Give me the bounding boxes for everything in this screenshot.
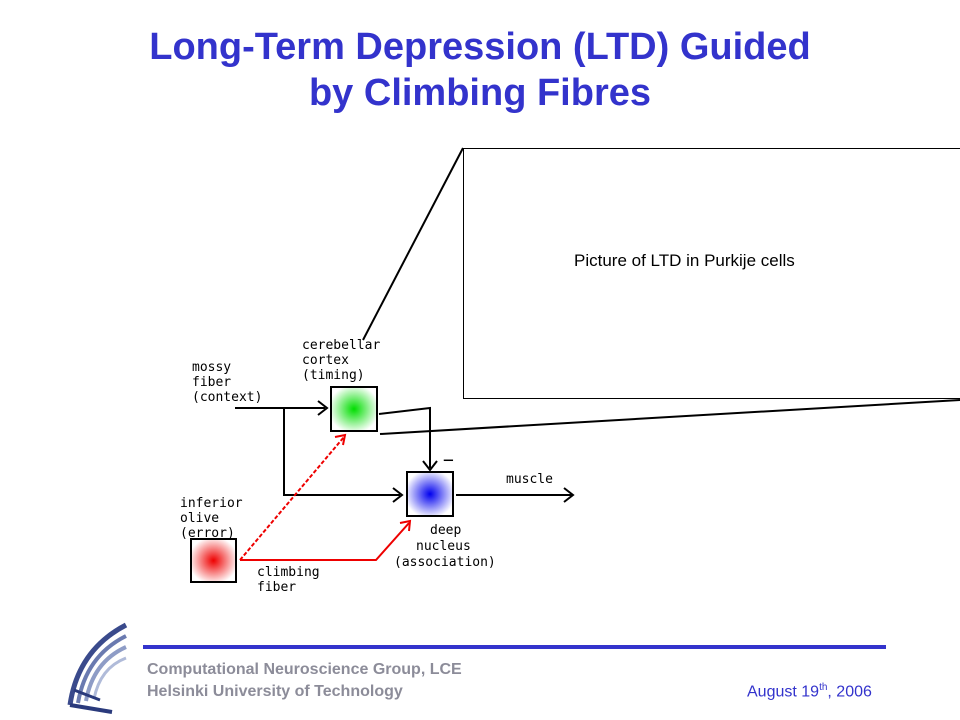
deep-nucleus-label-1: deep bbox=[430, 523, 461, 538]
cerebellar-cortex-node bbox=[330, 386, 378, 432]
inferior-olive-node bbox=[190, 538, 237, 583]
deep-nucleus-node bbox=[406, 471, 454, 517]
callout-line-bottom bbox=[379, 399, 960, 435]
footer-date-year: , 2006 bbox=[827, 683, 872, 701]
inferior-olive-label-1: inferior bbox=[180, 496, 243, 511]
mossy-fiber-label-2: fiber bbox=[192, 375, 231, 390]
picture-placeholder: Picture of LTD in Purkije cells bbox=[463, 148, 960, 399]
cortex-to-deep-line bbox=[378, 406, 431, 468]
mossy-fiber-label-1: mossy bbox=[192, 360, 231, 375]
cerebellar-cortex-label-2: cortex bbox=[302, 353, 349, 368]
inferior-olive-label-3: (error) bbox=[180, 526, 235, 541]
footer-date-main: August 19 bbox=[747, 683, 820, 701]
footer-rule bbox=[143, 645, 886, 649]
inhibition-sign: − bbox=[443, 450, 454, 471]
footer-date-sup: th bbox=[819, 682, 828, 693]
climbing-fiber-to-cortex-line bbox=[239, 436, 345, 561]
mossy-to-deep-arrowhead bbox=[392, 487, 404, 503]
footer-date: August 19th, 2006 bbox=[747, 682, 872, 701]
deep-nucleus-label-2: nucleus bbox=[416, 539, 471, 554]
climbing-fiber-to-deep-arrowhead bbox=[399, 519, 412, 532]
slide-title-line-2: by Climbing Fibres bbox=[308, 72, 652, 114]
university-logo bbox=[67, 622, 128, 714]
mossy-fiber-arrowhead bbox=[317, 400, 329, 416]
cerebellar-cortex-label-1: cerebellar bbox=[302, 338, 380, 353]
climbing-fiber-to-cortex-arrowhead bbox=[334, 433, 347, 446]
climbing-fiber-label-2: fiber bbox=[257, 580, 296, 595]
deep-nucleus-label-3: (association) bbox=[394, 555, 496, 570]
muscle-label: muscle bbox=[506, 472, 553, 487]
climbing-fiber-label-1: climbing bbox=[257, 565, 320, 580]
picture-placeholder-label: Picture of LTD in Purkije cells bbox=[574, 251, 795, 270]
cerebellar-cortex-label-3: (timing) bbox=[302, 368, 365, 383]
muscle-arrowhead bbox=[563, 487, 575, 503]
cortex-to-deep-arrowhead bbox=[422, 460, 438, 472]
inferior-olive-label-2: olive bbox=[180, 511, 219, 526]
climbing-fiber-to-deep-line bbox=[240, 522, 410, 561]
slide-title: Long-Term Depression (LTD) Guided by Cli… bbox=[60, 24, 900, 116]
mossy-fiber-label-3: (context) bbox=[192, 390, 262, 405]
slide-title-line-1: Long-Term Depression (LTD) Guided bbox=[149, 26, 811, 68]
callout-line-top bbox=[362, 147, 464, 341]
mossy-to-deep-line bbox=[283, 408, 400, 496]
footer-group-line-2: Helsinki University of Technology bbox=[147, 683, 403, 700]
footer-group-line-1: Computational Neuroscience Group, LCE bbox=[147, 661, 462, 678]
